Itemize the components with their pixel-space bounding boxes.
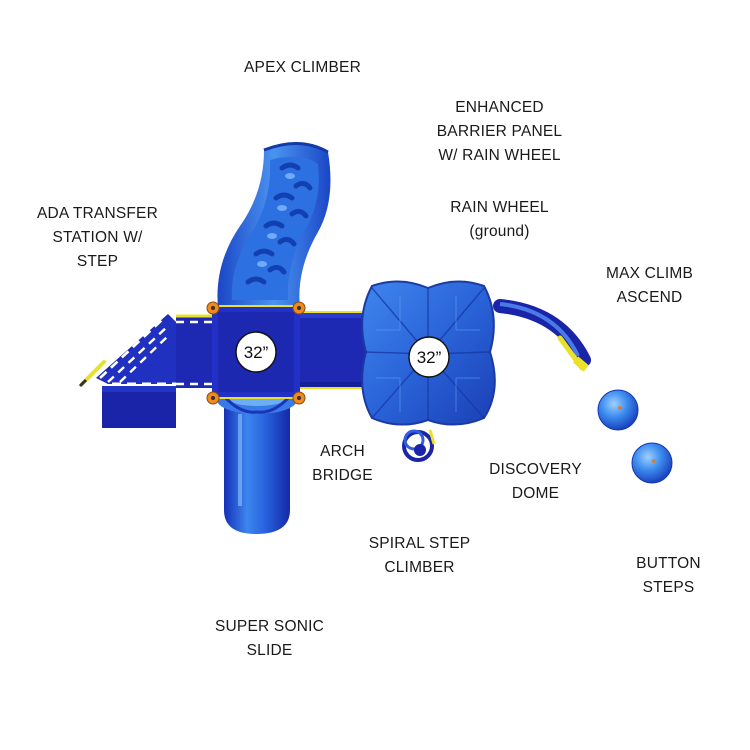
label-line: DOME <box>511 485 560 502</box>
label-line: ARCH <box>320 443 365 460</box>
left-deck-height: 32” <box>244 343 269 362</box>
label-enhanced-barrier-panel: ENHANCED BARRIER PANEL W/ RAIN WHEEL <box>412 96 587 168</box>
label-super-sonic-slide: SUPER SONIC SLIDE <box>182 615 357 663</box>
label-line: W/ RAIN WHEEL <box>438 147 561 164</box>
ada-transfer-station <box>78 314 216 428</box>
label-line: SUPER SONIC <box>215 618 324 635</box>
label-line: STATION W/ <box>52 229 143 246</box>
label-line: ADA TRANSFER <box>37 205 158 222</box>
max-climb-ascend <box>493 299 591 372</box>
label-button-steps: BUTTON STEPS <box>581 552 750 600</box>
apex-climber <box>217 141 331 308</box>
right-deck-height: 32” <box>417 348 442 367</box>
label-line: SPIRAL STEP <box>368 535 471 552</box>
label-ada-transfer-station: ADA TRANSFER STATION W/STEP <box>10 202 185 274</box>
label-line: RAIN WHEEL <box>450 199 549 216</box>
label-rain-wheel: RAIN WHEEL (ground) <box>412 196 587 244</box>
label-max-climb-ascend: MAX CLIMB ASCEND <box>562 262 737 310</box>
spiral-step-climber <box>402 429 436 462</box>
label-line: APEX CLIMBER <box>244 59 361 76</box>
button-steps <box>597 389 673 484</box>
label-line: CLIMBER <box>384 559 455 576</box>
label-line: (ground) <box>469 223 530 240</box>
label-apex-climber: APEX CLIMBER <box>215 56 390 80</box>
left-deck-height-badge: 32” <box>235 331 277 373</box>
right-deck-height-badge: 32” <box>408 336 450 378</box>
label-spiral-step-climber: SPIRAL STEP CLIMBER <box>332 532 507 580</box>
label-line: STEPS <box>642 579 695 596</box>
label-line: SLIDE <box>246 642 293 659</box>
label-line: BUTTON <box>636 555 701 572</box>
label-line: ASCEND <box>616 289 683 306</box>
label-line: ENHANCED <box>455 99 544 116</box>
label-line: STEP <box>76 253 119 270</box>
label-line: BRIDGE <box>312 467 373 484</box>
label-arch-bridge: ARCH BRIDGE <box>255 440 430 488</box>
label-discovery-dome: DISCOVERY DOME <box>448 458 623 506</box>
label-line: MAX CLIMB <box>605 265 694 282</box>
label-line: DISCOVERY <box>489 461 582 478</box>
label-line: BARRIER PANEL <box>436 123 563 140</box>
arch-bridge <box>294 311 366 389</box>
